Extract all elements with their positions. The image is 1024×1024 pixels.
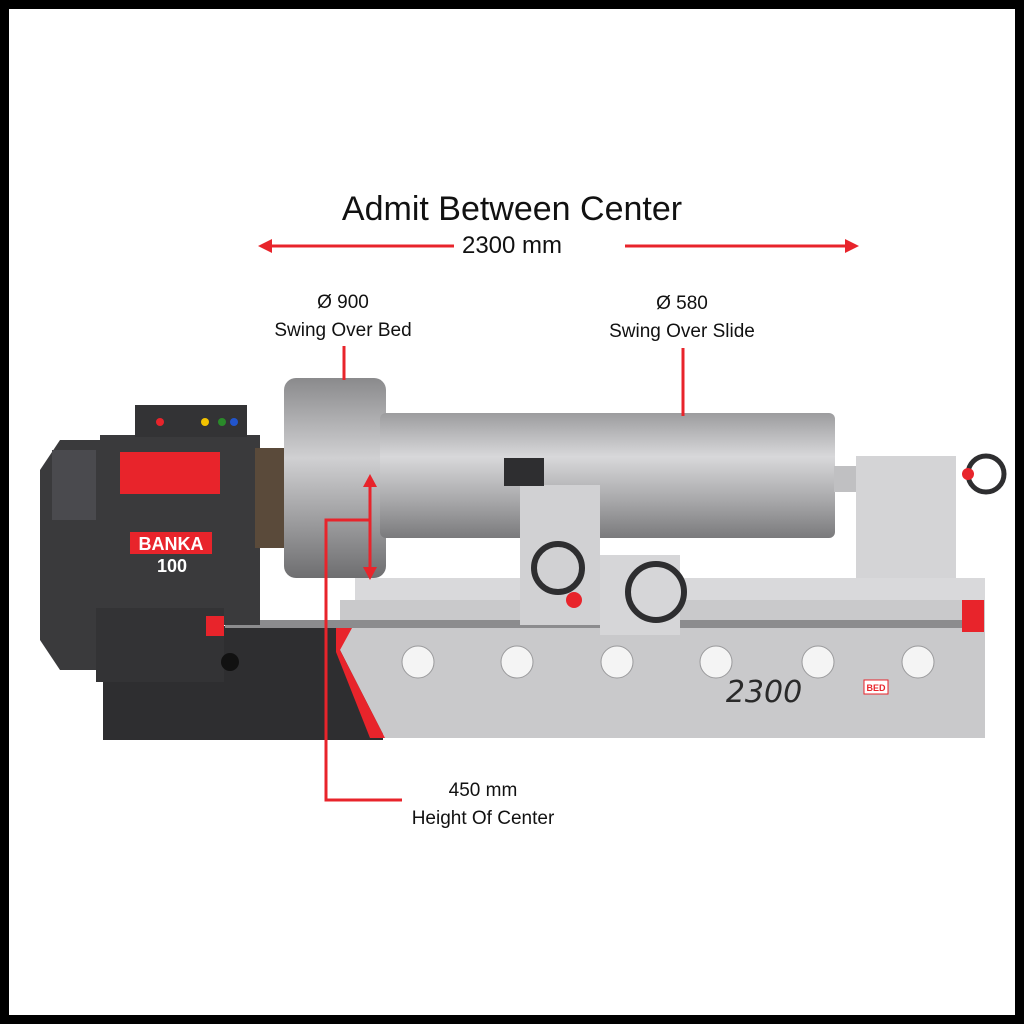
dim-arrow-right: [845, 239, 859, 253]
dim-arrow-left: [258, 239, 272, 253]
spindle-nose: [255, 448, 287, 548]
handwheel: [625, 561, 687, 623]
center-height-label: Height Of Center: [411, 808, 555, 829]
spindle-bore: [221, 653, 239, 671]
bed-tag: [863, 679, 889, 695]
center-height-arrow-top: [363, 474, 377, 487]
handwheel: [531, 541, 585, 595]
control-button: [156, 418, 164, 426]
swing-bed-value: Ø 900: [317, 292, 369, 313]
brand-plate: [130, 532, 212, 554]
swing-slide-value: Ø 580: [656, 293, 708, 314]
brand-model: 100: [157, 556, 187, 576]
bed-hole: [500, 645, 534, 679]
lathe-bed: [340, 600, 985, 738]
distance-value: 2300 mm: [453, 232, 571, 259]
control-button: [230, 418, 238, 426]
apron-red: [206, 616, 224, 636]
lever-panel: [96, 608, 224, 682]
swing-slide-annotation: Ø 580 Swing Over Slide: [582, 290, 782, 346]
apron-knob: [566, 592, 582, 608]
distance-label: 2300 mm: [0, 232, 1024, 260]
swing-slide-label: Swing Over Slide: [609, 321, 755, 342]
title: Admit Between Center: [341, 190, 683, 228]
workpiece: [380, 413, 835, 538]
bed-hole: [699, 645, 733, 679]
bed-length-mark: 2300: [726, 675, 802, 710]
screw-end-block: [962, 600, 984, 632]
swing-bed-annotation: Ø 900 Swing Over Bed: [243, 289, 443, 345]
chuck: [284, 378, 386, 578]
tailstock-body: [856, 456, 956, 578]
control-panel: [135, 405, 247, 437]
center-height-leader: [324, 518, 402, 802]
annotations: [258, 239, 859, 802]
carriage-saddle: [520, 485, 600, 625]
cabinet-panel: [52, 450, 96, 520]
control-button: [218, 418, 226, 426]
swing-bed-label: Swing Over Bed: [274, 320, 412, 341]
bed-hole: [901, 645, 935, 679]
brand-name: BANKA: [139, 534, 204, 554]
center-height-annotation: 450 mm Height Of Center: [383, 777, 583, 833]
bed-tag-text: BED: [866, 683, 886, 693]
center-height-value: 450 mm: [448, 780, 518, 801]
center-height-arrow-bottom: [363, 567, 377, 580]
bed-hole: [801, 645, 835, 679]
control-button: [201, 418, 209, 426]
bed-hole: [401, 645, 435, 679]
bed-red-edge: [336, 628, 385, 738]
tailstock-lock: [962, 468, 974, 480]
tool-post: [504, 458, 544, 486]
bed-holes: [401, 645, 935, 679]
gearbox-panel: [120, 452, 220, 494]
bed-hole: [600, 645, 634, 679]
